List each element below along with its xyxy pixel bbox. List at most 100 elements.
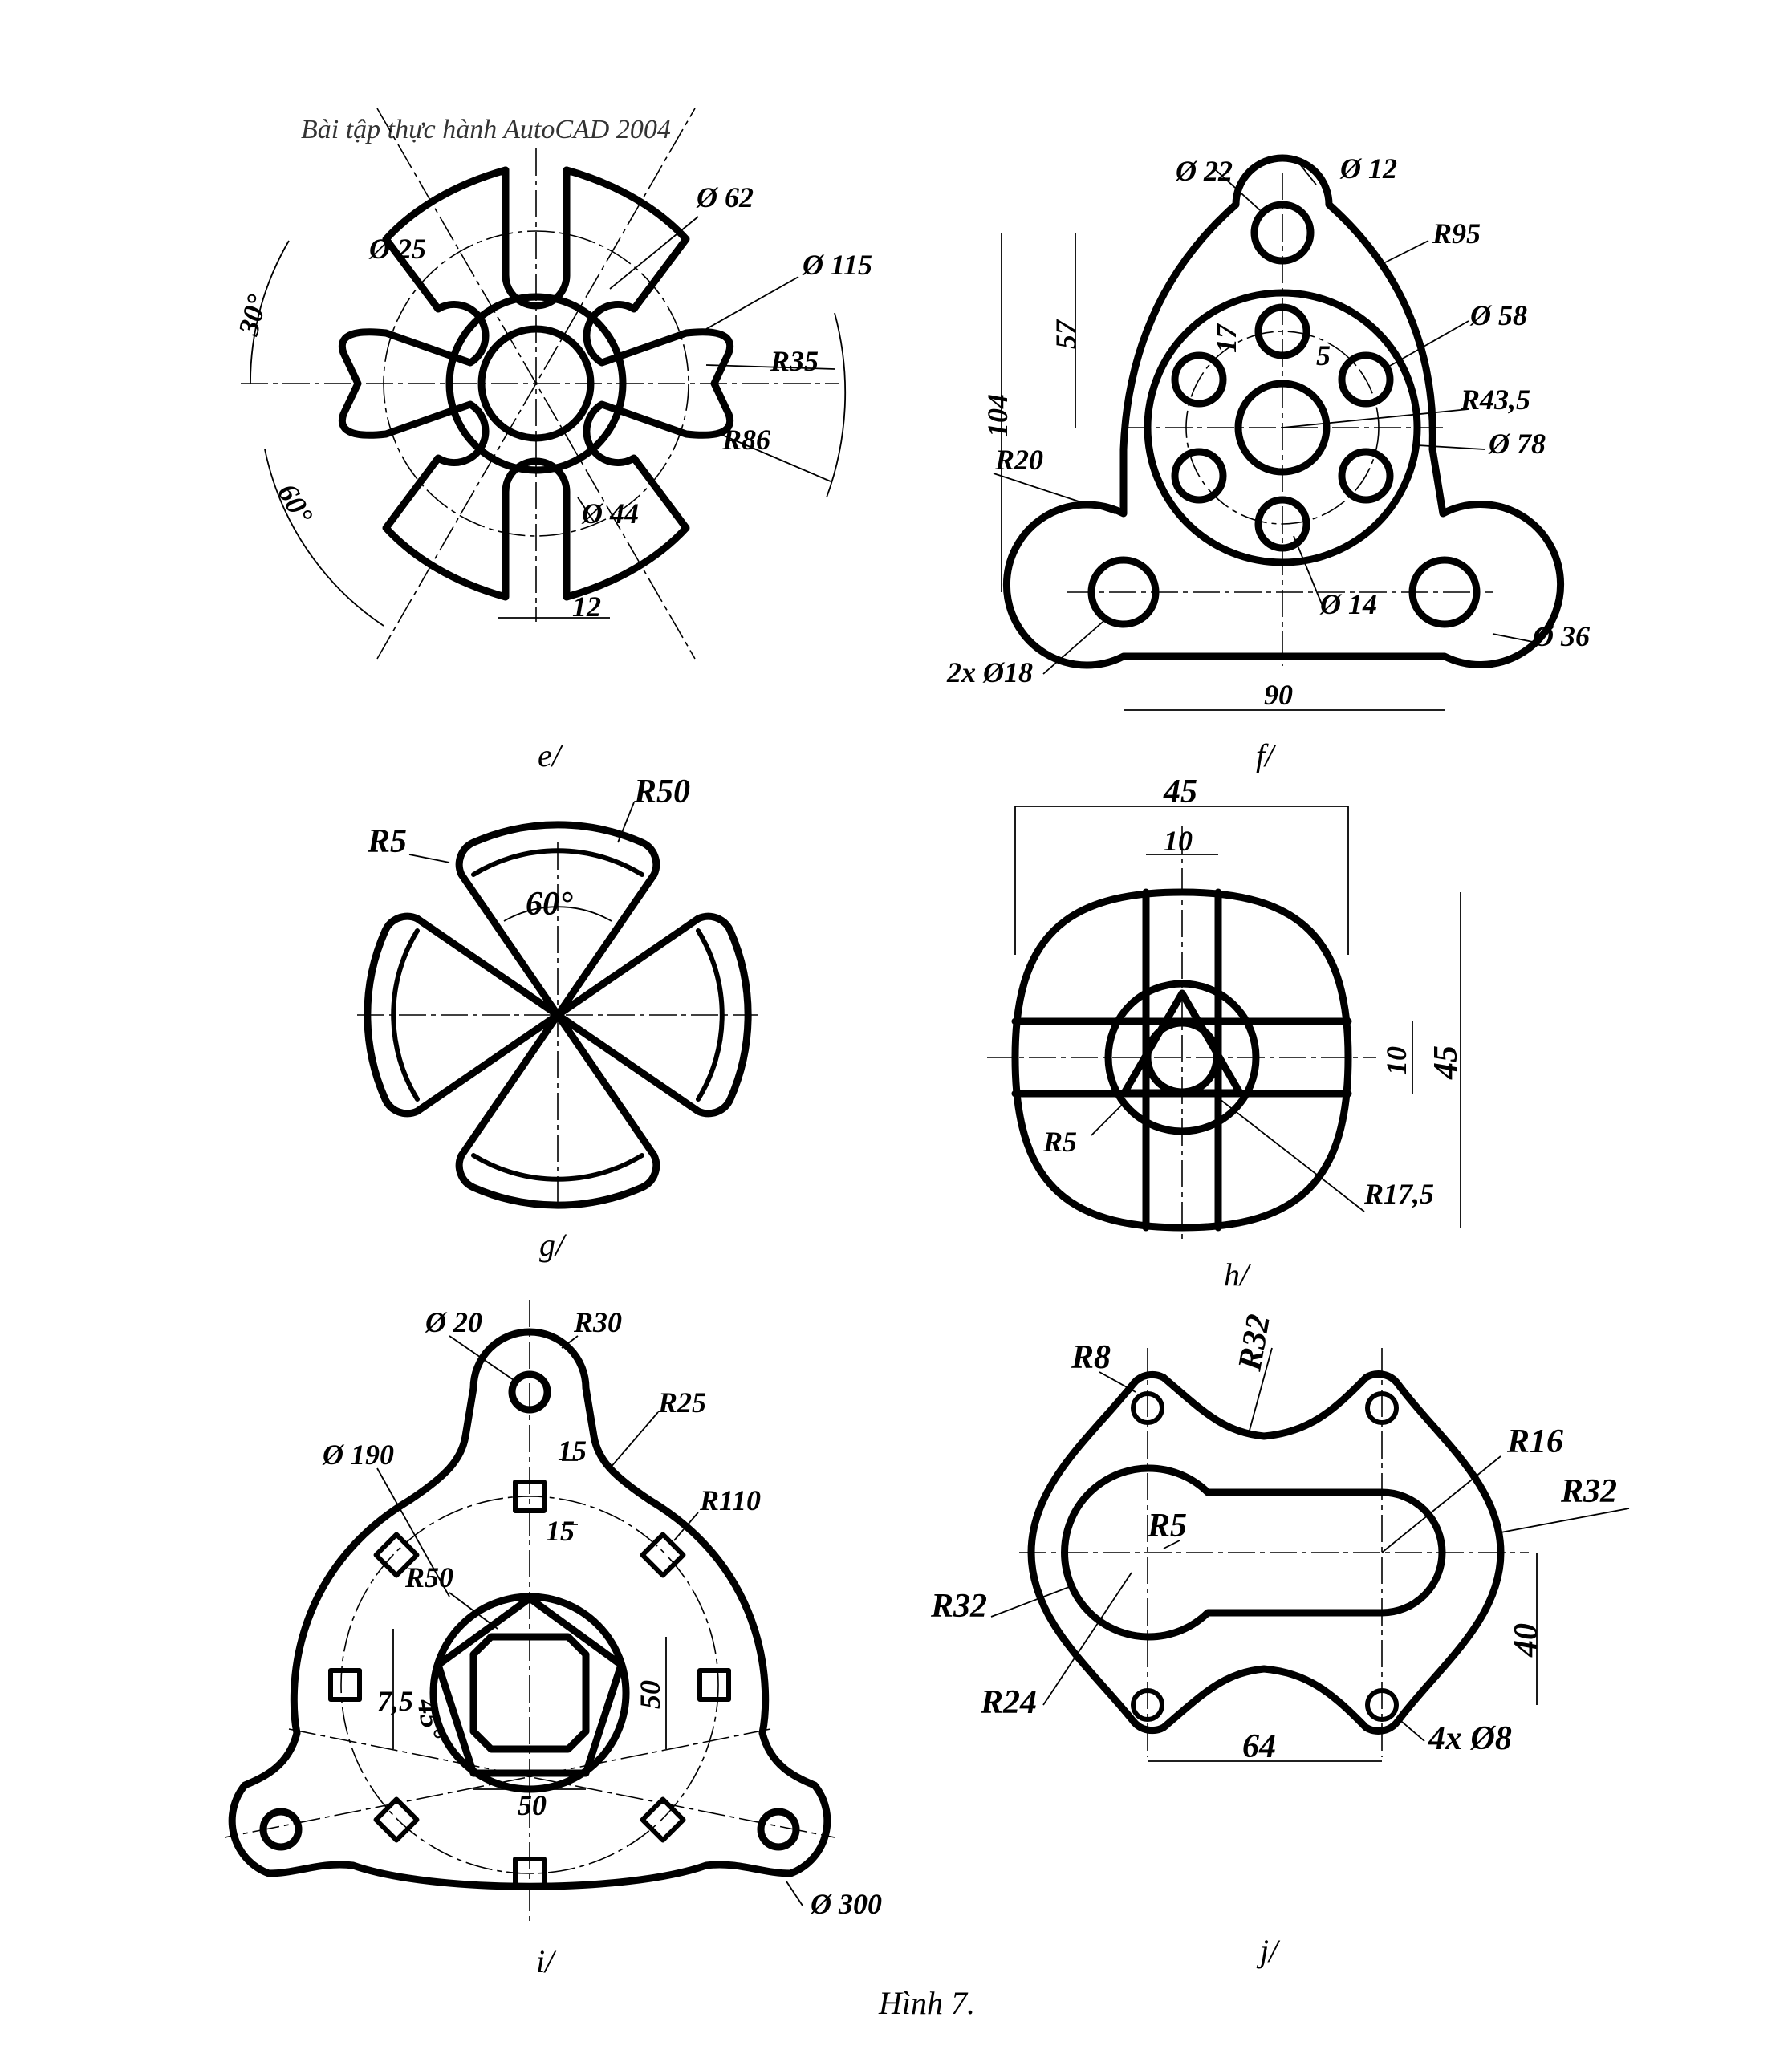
outer-profile bbox=[339, 166, 733, 601]
left-hole bbox=[259, 1808, 303, 1851]
dim-d25: Ø 25 bbox=[368, 233, 426, 265]
dim-r5: R5 bbox=[1042, 1126, 1077, 1158]
sector-left-inner-arc bbox=[391, 928, 420, 1102]
dim-104: 104 bbox=[981, 394, 1014, 437]
leader-r16 bbox=[1381, 1455, 1501, 1553]
dim-15-top: 15 bbox=[558, 1435, 587, 1467]
main-circle bbox=[1144, 289, 1421, 566]
center-hole bbox=[1234, 380, 1331, 476]
drawing-j: R8 R32 R16 R32 R5 R32 R24 40 64 4x Ø8 j/ bbox=[930, 1312, 1630, 1969]
dim-50-vertical: 50 bbox=[634, 1680, 666, 1709]
dim-d14: Ø 14 bbox=[1319, 588, 1377, 620]
dim-r5: R5 bbox=[367, 823, 407, 860]
dim-45deg: 45° bbox=[411, 1695, 449, 1742]
dim-64: 64 bbox=[1242, 1728, 1276, 1765]
leader-4xd8 bbox=[1396, 1716, 1425, 1742]
leader-r32-top bbox=[1247, 1347, 1273, 1437]
dim-5: 5 bbox=[1316, 339, 1331, 371]
drawing-g: R5 R50 60° g/ bbox=[357, 773, 758, 1263]
leader-d44 bbox=[577, 497, 595, 522]
leader-r25 bbox=[609, 1411, 659, 1469]
dim-30deg: 30° bbox=[232, 290, 274, 339]
center-line-diagonal bbox=[288, 1728, 835, 1838]
leader-d58 bbox=[1384, 320, 1469, 370]
dim-4xd8: 4x Ø8 bbox=[1428, 1720, 1512, 1757]
drawing-h: 45 10 10 45 R5 R17,5 h/ bbox=[987, 773, 1465, 1293]
leader-d12 bbox=[1299, 164, 1317, 185]
label-h: h/ bbox=[1224, 1256, 1252, 1293]
leader-r5 bbox=[408, 854, 450, 863]
leader-r35 bbox=[705, 364, 835, 370]
radius-dim-arc bbox=[826, 312, 847, 498]
label-g: g/ bbox=[539, 1227, 567, 1263]
dim-r435: R43,5 bbox=[1460, 384, 1530, 416]
hole-top-right bbox=[1365, 1391, 1399, 1425]
bottom-right-hole bbox=[1408, 556, 1481, 628]
drawing-f: Ø 22 Ø 12 R95 Ø 58 17 5 57 104 R43,5 Ø 7… bbox=[946, 152, 1590, 773]
right-hole bbox=[757, 1808, 800, 1851]
sector-bottom-inner-arc bbox=[471, 1153, 644, 1182]
inner-hole bbox=[1144, 1019, 1221, 1096]
leader-r5 bbox=[1091, 1102, 1124, 1136]
dim-r24: R24 bbox=[980, 1684, 1037, 1721]
keyed-holes bbox=[1171, 303, 1394, 552]
leader-r24 bbox=[1042, 1572, 1132, 1706]
leader-r50 bbox=[617, 802, 635, 843]
center-line-diagonal bbox=[224, 1728, 771, 1838]
dim-d300: Ø 300 bbox=[810, 1888, 882, 1920]
dim-r16: R16 bbox=[1506, 1423, 1563, 1460]
leader-r50 bbox=[449, 1592, 498, 1630]
pitch-circle bbox=[383, 230, 689, 537]
bottom-left-hole bbox=[1087, 556, 1160, 628]
dim-10-horizontal: 10 bbox=[1164, 825, 1193, 857]
dim-r175: R17,5 bbox=[1363, 1178, 1434, 1210]
leader-r86 bbox=[717, 432, 831, 482]
dim-45-horizontal: 45 bbox=[1163, 773, 1197, 810]
square-holes bbox=[328, 1480, 731, 1890]
dim-d44: Ø 44 bbox=[581, 497, 639, 530]
leader-r5 bbox=[1163, 1540, 1180, 1549]
dim-r50: R50 bbox=[404, 1561, 453, 1593]
leader-r32-left bbox=[990, 1584, 1076, 1618]
leader-2xd18 bbox=[1042, 617, 1108, 675]
hole-bottom-left bbox=[1131, 1688, 1164, 1722]
sector-left bbox=[364, 912, 562, 1118]
dim-10-vertical: 10 bbox=[1380, 1046, 1412, 1075]
outer-profile bbox=[1027, 1370, 1505, 1735]
dim-d36: Ø 36 bbox=[1532, 620, 1590, 652]
leader-r110 bbox=[673, 1512, 699, 1541]
leader-r20 bbox=[993, 473, 1116, 514]
slot-top bbox=[502, 166, 571, 279]
leader-d62 bbox=[609, 216, 699, 290]
sector-top-inner-arc bbox=[471, 848, 644, 877]
center-boss bbox=[1104, 980, 1260, 1135]
dim-50-horizontal: 50 bbox=[518, 1789, 547, 1821]
leader-d36 bbox=[1492, 633, 1534, 643]
hub-inner-circle bbox=[477, 325, 595, 442]
dim-12: 12 bbox=[572, 591, 601, 623]
leader-r30 bbox=[561, 1335, 579, 1349]
leader-r32-right bbox=[1500, 1508, 1630, 1533]
dim-17: 17 bbox=[1210, 323, 1242, 353]
leader-r435 bbox=[1282, 408, 1469, 428]
dim-45-vertical: 45 bbox=[1428, 1045, 1465, 1080]
dim-r8: R8 bbox=[1071, 1339, 1111, 1376]
dim-r86: R86 bbox=[721, 424, 770, 456]
leader-d190 bbox=[376, 1467, 450, 1597]
label-f: f/ bbox=[1256, 737, 1277, 773]
hole-top-left bbox=[1131, 1391, 1164, 1425]
drawing-i: Ø 20 R30 R25 Ø 190 15 15 R110 R50 45° 7,… bbox=[224, 1300, 882, 1979]
dim-15-bottom: 15 bbox=[546, 1515, 575, 1547]
dim-r35: R35 bbox=[770, 345, 819, 377]
dim-d20: Ø 20 bbox=[425, 1306, 482, 1338]
dim-90: 90 bbox=[1264, 679, 1293, 711]
dim-57: 57 bbox=[1050, 319, 1082, 349]
leader-r95 bbox=[1380, 240, 1429, 266]
dim-d190: Ø 190 bbox=[322, 1439, 394, 1471]
leader-d300 bbox=[786, 1881, 803, 1906]
angle-dim-60 bbox=[264, 449, 384, 627]
outer-profile bbox=[228, 1328, 831, 1890]
angle-dim-30 bbox=[250, 240, 290, 384]
header-title: Bài tập thực hành AutoCAD 2004 bbox=[301, 115, 671, 144]
